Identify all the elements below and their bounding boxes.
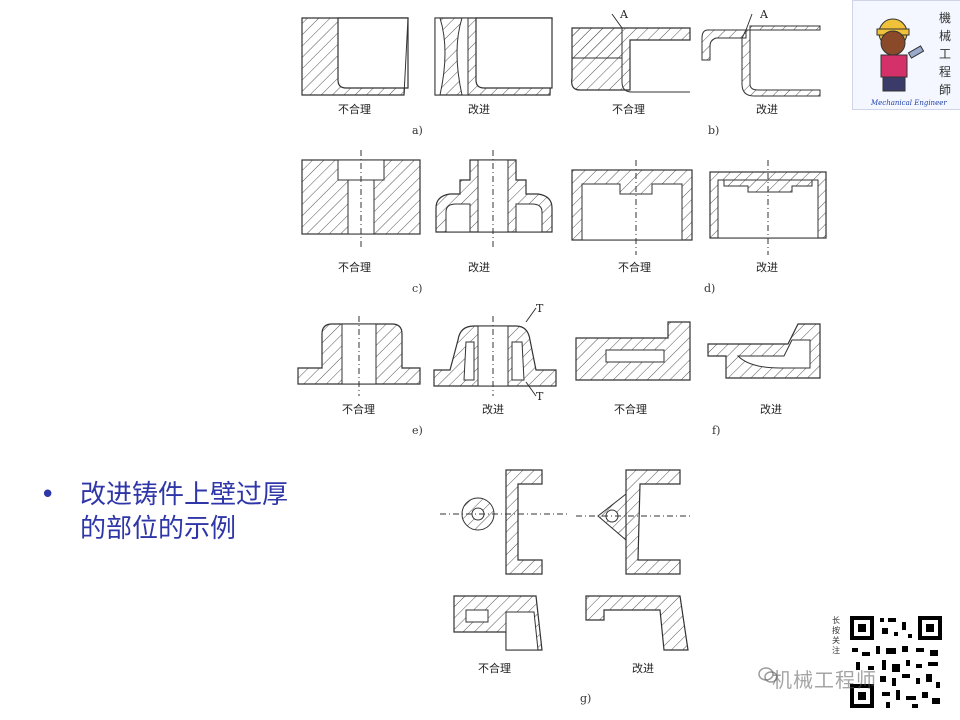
sublabel-f: f) <box>712 424 721 437</box>
caption-d-left: 不合理 <box>618 261 651 274</box>
marker-b-left: A <box>620 8 628 21</box>
panel-g-bottom-improved <box>585 595 689 651</box>
panel-f-improved <box>707 323 821 379</box>
caption-b-left: 不合理 <box>612 103 645 116</box>
qr-side-label: 长 按 关 注 <box>832 616 842 656</box>
mechanical-engineer-logo: 機 械 工 程 師 Mechanical Engineer <box>852 0 960 110</box>
logo-chars: 機 械 工 程 師 <box>939 9 953 99</box>
qr-side-char: 关 <box>832 636 840 645</box>
panel-g-top-unreasonable <box>440 469 570 575</box>
marker-e-bottom: T <box>536 390 544 403</box>
panel-a-improved <box>434 17 553 96</box>
sublabel-a: a) <box>412 124 423 137</box>
caption-f-left: 不合理 <box>614 403 647 416</box>
marker-e-top: T <box>536 302 544 315</box>
caption-e-right: 改进 <box>482 403 504 416</box>
watermark-text: 机械工程师 <box>772 668 877 692</box>
logo-char: 師 <box>939 83 952 97</box>
logo-char: 機 <box>939 11 952 25</box>
wechat-icon <box>758 667 778 683</box>
panel-e-improved <box>433 307 557 397</box>
caption-b-right: 改进 <box>756 103 778 116</box>
caption-f-right: 改进 <box>760 403 782 416</box>
panel-b-improved <box>701 13 821 97</box>
sublabel-g: g) <box>580 692 592 705</box>
caption-g-left: 不合理 <box>478 662 511 675</box>
panel-g-bottom-unreasonable <box>453 595 543 651</box>
sublabel-b: b) <box>708 124 720 137</box>
caption-e-left: 不合理 <box>342 403 375 416</box>
qr-code-icon[interactable] <box>846 612 946 712</box>
marker-b-right: A <box>760 8 768 21</box>
panel-c-improved <box>435 150 553 250</box>
panel-f-unreasonable <box>575 321 691 381</box>
sublabel-d: d) <box>704 282 716 295</box>
casting-figure <box>297 13 827 651</box>
logo-char: 程 <box>939 65 952 79</box>
panel-g-top-improved <box>576 469 690 575</box>
qr-side-char: 长 <box>832 616 840 625</box>
bullet-marker: • <box>40 480 56 510</box>
logo-char: 工 <box>939 47 952 61</box>
engineer-mascot-icon <box>876 18 925 92</box>
logo-subtitle: Mechanical Engineer <box>871 99 947 107</box>
caption-g-right: 改进 <box>632 662 654 675</box>
panel-b-unreasonable <box>571 13 691 93</box>
bullet-text: 改进铸件上壁过厚的部位的示例 <box>80 480 289 544</box>
caption-a-right: 改进 <box>468 103 490 116</box>
panel-e-unreasonable <box>297 316 421 396</box>
caption-c-right: 改进 <box>468 261 490 274</box>
qr-side-char: 按 <box>832 626 840 635</box>
sublabel-c: c) <box>412 282 423 295</box>
caption-c-left: 不合理 <box>338 261 371 274</box>
panel-a-unreasonable <box>301 17 409 96</box>
panel-c-unreasonable <box>301 150 421 250</box>
caption-a-left: 不合理 <box>338 103 371 116</box>
sublabel-e: e) <box>412 424 423 437</box>
panel-d-improved <box>709 160 827 255</box>
caption-d-right: 改进 <box>756 261 778 274</box>
panel-d-unreasonable <box>571 160 693 255</box>
qr-side-char: 注 <box>832 646 840 655</box>
logo-char: 械 <box>939 29 952 43</box>
